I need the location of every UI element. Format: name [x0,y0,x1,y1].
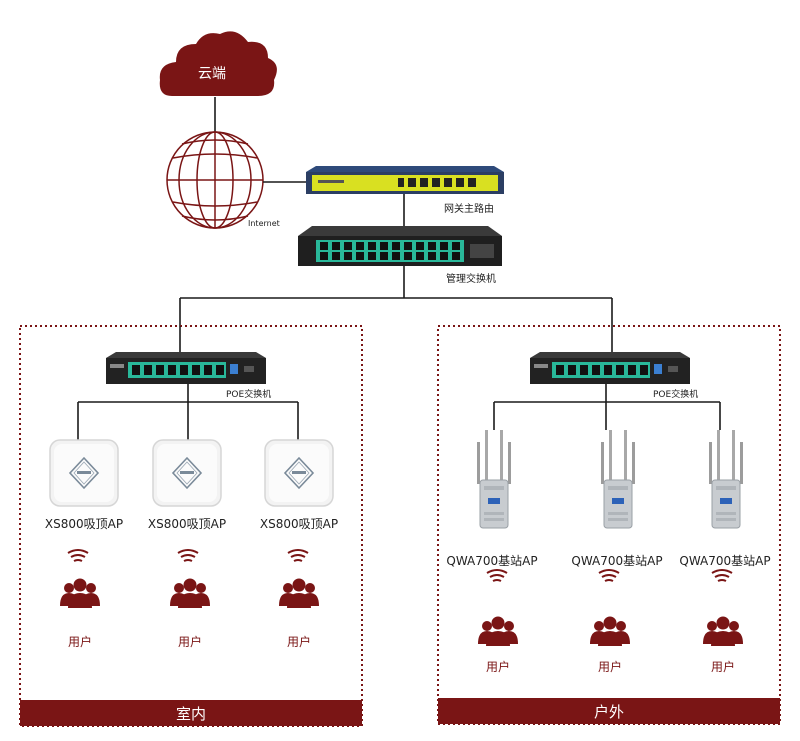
globe-latitude [172,153,258,159]
outdoor-zone: 户外 POE交换机 QWA700基站AP QWA700基站AP QWA700基站… [437,325,781,725]
indoor-ap-label-2: XS800吸顶AP [148,517,226,531]
outdoor-user-label-2: 用户 [598,659,622,674]
wifi-signal-icon [67,549,89,562]
indoor-zone-border [19,325,363,727]
outdoor-zone-label: 户外 [594,703,624,721]
cloud: 云端 [159,31,277,96]
users-icon [279,578,319,608]
indoor-zone-bar [20,700,362,726]
indoor-ap-label-3: XS800吸顶AP [260,517,338,531]
distribution-links [179,266,613,326]
wifi-signal-icon [177,549,199,562]
internet-globe [166,131,264,229]
gateway-router [306,166,504,194]
outdoor-ap-label-3: QWA700基站AP [679,554,770,568]
cloud-shape [159,31,277,96]
users-icon [590,616,630,646]
outdoor-ap-3 [708,429,744,529]
core-switch [298,226,502,266]
core-switch-port-panel [316,240,464,262]
indoor-user-label-2: 用户 [178,634,202,649]
wifi-signal-icon [287,549,309,562]
indoor-zone: 室内 POE交换机 XS800吸顶AP XS800吸顶AP XS800吸顶AP … [19,325,363,727]
internet-label: Internet [248,219,280,228]
outdoor-user-label-1: 用户 [486,659,510,674]
wifi-signal-icon [486,569,508,582]
core-switch-sfp [470,244,494,258]
outdoor-ap-label-1: QWA700基站AP [446,554,537,568]
outdoor-poe-switch [530,352,690,384]
router-label: 网关主路由 [444,202,494,215]
indoor-ap-label-1: XS800吸顶AP [45,517,123,531]
router-logo [318,180,344,183]
outdoor-ap-label-2: QWA700基站AP [571,554,662,568]
indoor-zone-label: 室内 [176,705,206,723]
indoor-ap-1 [49,439,119,507]
outdoor-ap-1 [476,429,512,529]
globe-latitude [181,215,249,221]
cloud-label: 云端 [198,66,226,82]
indoor-poe-switch [106,352,266,384]
users-icon [170,578,210,608]
router-top [306,166,504,172]
outdoor-poe-label: POE交换机 [653,388,698,400]
wifi-signal-icon [711,569,733,582]
core-switch-label: 管理交换机 [446,272,496,285]
globe-latitude [172,201,258,207]
indoor-poe-label: POE交换机 [226,388,271,400]
users-icon [478,616,518,646]
outdoor-user-label-3: 用户 [711,659,735,674]
outdoor-ap-2 [600,429,636,529]
indoor-ap-3 [264,439,334,507]
users-icon [703,616,743,646]
core-switch-top [298,226,502,236]
indoor-ap-links [77,384,299,440]
outdoor-zone-bar [438,698,780,724]
outdoor-ap-links [493,384,721,430]
users-icon [60,578,100,608]
indoor-user-label-1: 用户 [68,634,92,649]
indoor-ap-2 [152,439,222,507]
indoor-user-label-3: 用户 [287,634,311,649]
globe-latitude [181,139,249,145]
wifi-signal-icon [598,569,620,582]
